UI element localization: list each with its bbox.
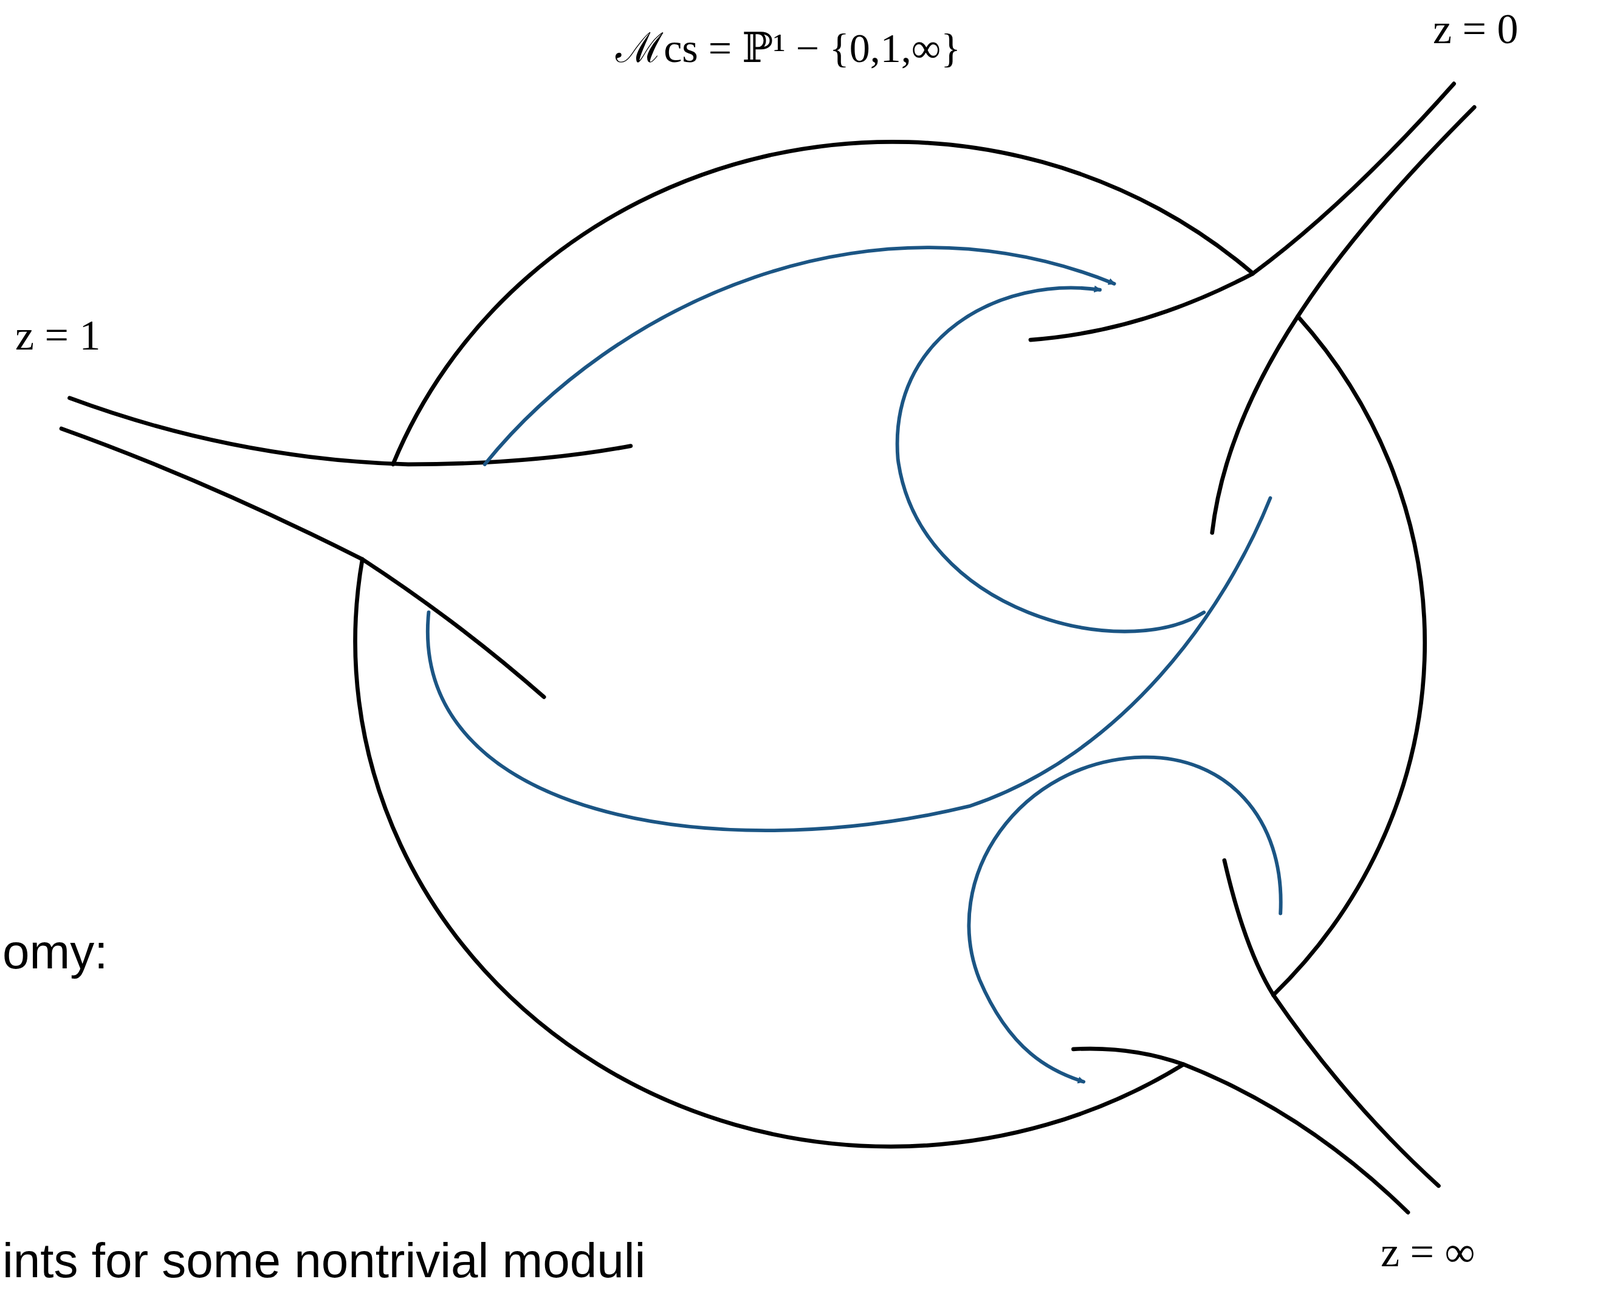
cusp-label: z = 1 [15,311,101,361]
cusp-lines [61,83,1475,1213]
note-fragment: ints for some nontrivial moduli [2,1232,646,1289]
note-fragment: omy: [2,923,108,980]
cusp-label: z = 0 [1432,4,1519,55]
sphere-outline [355,141,1425,1147]
moduli-space-title: ℳcs = ℙ¹ − {0,1,∞} [615,24,961,72]
cusp-label: z = ∞ [1380,1227,1475,1277]
monodromy-paths [427,247,1281,1082]
